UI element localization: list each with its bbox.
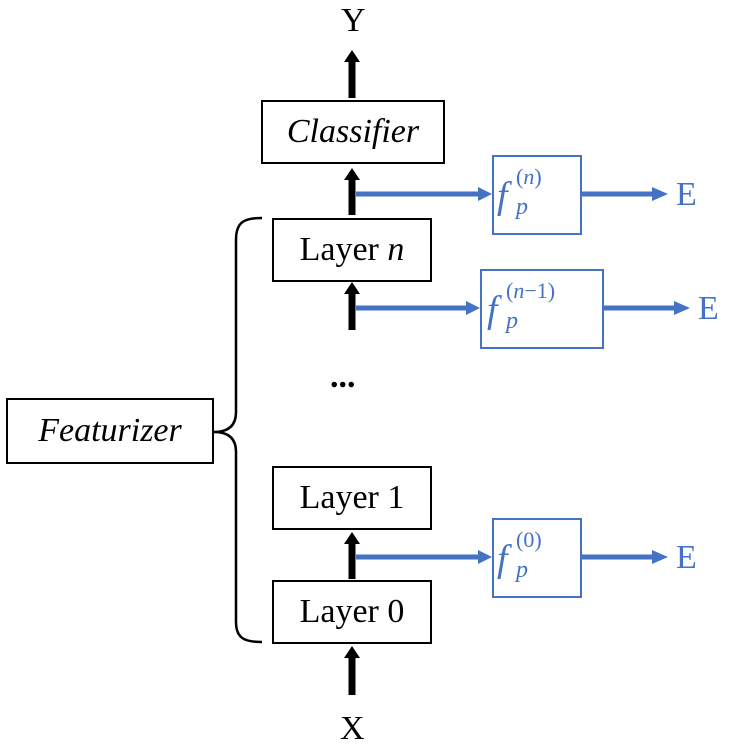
layer-0-box: Layer 0 xyxy=(272,580,432,644)
probe-n-formula: f p (n) xyxy=(497,164,577,220)
layer-n-box: Layer n xyxy=(272,218,432,282)
classifier-label: Classifier xyxy=(286,113,420,150)
probe-0-in-head xyxy=(478,550,492,564)
probe-box-0: f p (0) xyxy=(492,518,582,598)
arrowhead-x-to-layer0 xyxy=(344,646,360,658)
featurizer-brace xyxy=(213,216,263,644)
probe-0-f: f xyxy=(497,538,508,580)
probe-box-n-minus-1: f p (n−1) xyxy=(480,269,604,349)
probe-n-target: E xyxy=(676,176,697,213)
probe-0-sub: p xyxy=(516,557,528,583)
probe-n1-sup-var: n xyxy=(513,278,525,303)
layer-1-box: Layer 1 xyxy=(272,466,432,530)
probe-0-sup-open: ( xyxy=(516,527,524,552)
probe-n-sup-open: ( xyxy=(516,164,524,189)
probe-box-n: f p (n) xyxy=(492,155,582,235)
layer-n-label: Layer n xyxy=(300,231,405,269)
probe-0-sup: (0) xyxy=(516,527,542,553)
featurizer-label: Featurizer xyxy=(38,412,182,449)
probe-arrows xyxy=(356,187,690,564)
probe-n-minus-1-target: E xyxy=(698,290,719,327)
probe-n1-sub: p xyxy=(506,308,518,334)
arrowhead-to-layer-n xyxy=(344,282,360,294)
featurizer-box: Featurizer xyxy=(6,398,214,464)
probe-n1-in-head xyxy=(466,301,480,315)
probe-n-sub: p xyxy=(516,194,528,220)
probe-n1-sup-rest: −1 xyxy=(524,278,548,303)
probe-n1-sup-close: ) xyxy=(547,278,556,303)
probe-n1-sup: (n−1) xyxy=(506,278,555,304)
input-x-label: X xyxy=(340,710,365,747)
probe-n-sup-var: n xyxy=(523,164,535,189)
ellipsis: ... xyxy=(330,358,356,395)
probe-0-target: E xyxy=(676,539,697,576)
classifier-box: Classifier xyxy=(261,100,445,164)
probe-0-formula: f p (0) xyxy=(497,527,577,583)
arrowhead-classifier-to-y xyxy=(344,50,360,62)
layer-n-var: n xyxy=(387,231,405,268)
probe-n-sup-close: ) xyxy=(534,164,542,189)
probe-n-f: f xyxy=(497,175,508,217)
probe-0-out-head xyxy=(652,550,668,564)
probe-n1-formula: f p (n−1) xyxy=(487,278,597,334)
probe-n-out-head xyxy=(652,187,668,201)
probe-n1-out-head xyxy=(674,301,690,315)
black-arrows xyxy=(344,50,360,695)
layer-0-label: Layer 0 xyxy=(299,593,405,630)
output-y-label: Y xyxy=(341,2,366,39)
probe-n1-sup-open: ( xyxy=(506,278,514,303)
probe-n-in-head xyxy=(478,187,492,201)
probe-n1-f: f xyxy=(487,289,498,331)
probe-0-sup-rest: 0 xyxy=(523,527,535,552)
arrowhead-layer-n-to-classifier xyxy=(344,168,360,180)
probe-n-sup: (n) xyxy=(516,164,542,190)
probe-0-sup-close: ) xyxy=(534,527,542,552)
arrowhead-layer0-to-layer1 xyxy=(344,532,360,544)
layer-1-label: Layer 1 xyxy=(299,479,405,516)
layer-n-prefix: Layer xyxy=(299,231,388,268)
